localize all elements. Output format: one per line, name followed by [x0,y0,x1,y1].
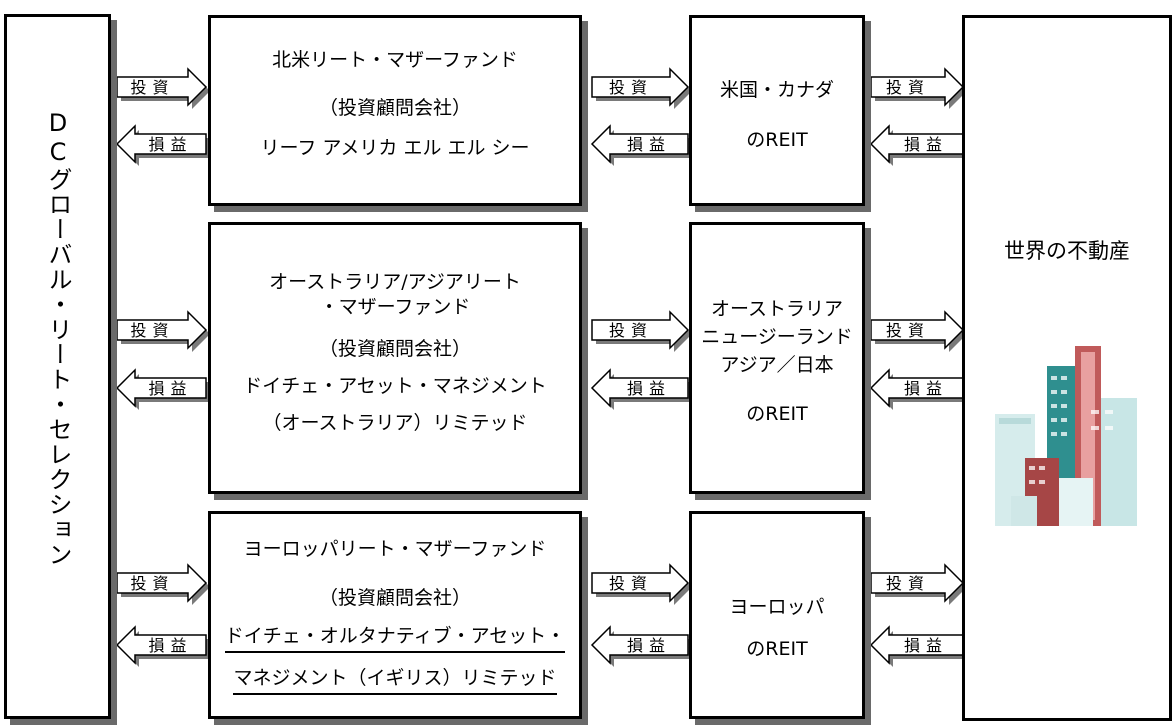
mother-fund-box-europe: ヨーロッパリート・マザーファンド （投資顧問会社） ドイチェ・オルタナティブ・ア… [208,511,582,719]
return-arrow-0-0 [115,124,207,164]
invest-arrow-0-0 [116,67,208,107]
advisor-name: ドイチェ・アセット・マネジメント [243,375,547,397]
advisor-label: （投資顧問会社） [318,97,471,119]
return-arrow-1-1-label: 損益 [627,379,671,398]
return-arrow-0-2-label: 損益 [904,135,948,154]
return-arrow-2-2 [869,625,964,665]
invest-arrow-0-2 [870,67,965,107]
reit-region: 米国・カナダ [719,79,834,101]
advisor-name-row: ドイチェ・オルタナティブ・アセット・ [211,621,579,653]
reit-box-australia-asia: オーストラリア ニュージーランド アジア／日本 のREIT [689,222,865,494]
invest-arrow-1-1 [591,310,690,350]
return-arrow-2-0-label: 損益 [148,636,192,655]
invest-arrow-2-1-label: 投資 [609,574,653,593]
fund-box: DCグローバル・リート・セレクション [4,14,111,719]
invest-arrow-0-0-label: 投資 [130,78,174,97]
return-arrow-0-1-label: 損益 [627,135,671,154]
mother-fund-box-north-america: 北米リート・マザーファンド （投資顧問会社） リーフ アメリカ エル エル シー [208,15,582,206]
advisor-name: ドイチェ・オルタナティブ・アセット・ [224,625,566,653]
invest-arrow-1-1-label: 投資 [609,321,653,340]
advisor-label: （投資顧問会社） [318,338,471,360]
reit-label: のREIT [746,129,808,151]
return-arrow-2-2-label: 損益 [904,636,948,655]
reit-region-line3: アジア／日本 [720,354,834,376]
mother-fund-title: 北米リート・マザーファンド [272,49,518,71]
mother-fund-title: ヨーロッパリート・マザーファンド [243,538,547,560]
reit-label: のREIT [746,403,808,425]
invest-arrow-1-2-label: 投資 [886,321,930,340]
return-arrow-2-1-label: 損益 [627,636,671,655]
invest-arrow-1-0 [116,310,208,350]
return-arrow-1-2-label: 損益 [904,379,948,398]
world-real-estate-box: 世界の不動産 [962,15,1172,721]
invest-arrow-0-1-label: 投資 [609,78,653,97]
invest-arrow-2-0-label: 投資 [130,574,174,593]
mother-fund-title-line2: ・マザーファンド [319,296,471,318]
advisor-name-line2: マネジメント（イギリス）リミテッド [233,667,557,695]
reit-region-line2: ニュージーランド [701,326,853,348]
invest-arrow-2-2 [870,563,965,603]
reit-region: オーストラリア [710,298,844,320]
invest-arrow-0-2-label: 投資 [886,78,930,97]
reit-box-us-canada: 米国・カナダ のREIT [689,15,865,206]
invest-arrow-1-2 [870,310,965,350]
reit-label: のREIT [746,638,808,660]
invest-arrow-2-1 [591,563,690,603]
invest-arrow-0-1 [591,67,690,107]
return-arrow-1-0-label: 損益 [148,379,192,398]
mother-fund-box-australia-asia: オーストラリア/アジアリート ・マザーファンド （投資顧問会社） ドイチェ・アセ… [208,222,582,494]
mother-fund-title: オーストラリア/アジアリート [269,271,521,293]
fund-title: DCグローバル・リート・セレクション [44,109,72,567]
reit-region: ヨーロッパ [729,596,825,618]
return-arrow-0-1 [590,124,689,164]
return-arrow-0-0-label: 損益 [148,135,192,154]
advisor-name-row-2: マネジメント（イギリス）リミテッド [211,663,579,695]
advisor-label: （投資顧問会社） [318,587,471,609]
advisor-name: リーフ アメリカ エル エル シー [260,137,530,159]
invest-arrow-2-2-label: 投資 [886,574,930,593]
city-buildings-icon [995,346,1137,526]
invest-arrow-1-0-label: 投資 [130,321,174,340]
world-title: 世界の不動産 [1004,239,1130,263]
return-arrow-1-1 [590,368,689,408]
return-arrow-0-2 [869,124,964,164]
reit-box-europe: ヨーロッパ のREIT [689,511,865,719]
invest-arrow-2-0 [116,563,208,603]
return-arrow-2-1 [590,625,689,665]
advisor-name-line2: （オーストラリア）リミテッド [262,412,528,434]
return-arrow-2-0 [115,625,207,665]
return-arrow-1-2 [869,368,964,408]
return-arrow-1-0 [115,368,207,408]
